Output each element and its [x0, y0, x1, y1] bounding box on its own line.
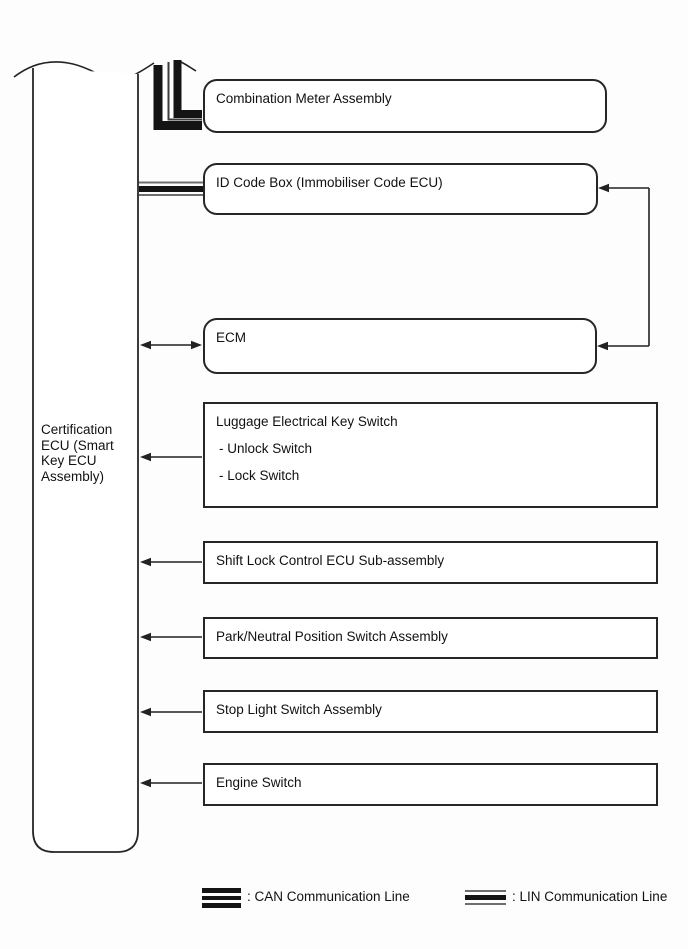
hub-outline — [32, 68, 139, 853]
hub-label: Certification ECU (Smart Key ECU Assembl… — [41, 422, 114, 484]
node-label: Luggage Electrical Key Switch — [216, 414, 398, 429]
node-stop-light-switch: Stop Light Switch Assembly — [203, 690, 658, 733]
can-legend-label: : CAN Communication Line — [247, 889, 410, 904]
node-ecm: ECM — [203, 318, 597, 374]
arrow-engineswitch-bus — [140, 778, 202, 788]
node-label: ID Code Box (Immobiliser Code ECU) — [216, 175, 443, 190]
lin-line — [139, 181, 203, 196]
arrow-ecm-bus — [140, 340, 202, 350]
lin-line-symbol — [465, 890, 506, 905]
can-line — [153, 60, 202, 130]
node-label: Shift Lock Control ECU Sub-assembly — [216, 553, 445, 568]
node-label: Stop Light Switch Assembly — [216, 702, 382, 717]
node-luggage-key-switch: Luggage Electrical Key Switch - Unlock S… — [203, 402, 658, 508]
lin-legend-label: : LIN Communication Line — [512, 889, 668, 904]
can-line-symbol — [202, 888, 241, 908]
node-engine-switch: Engine Switch — [203, 763, 658, 806]
node-combination-meter: Combination Meter Assembly — [203, 79, 607, 133]
node-subitem-lock-switch: - Lock Switch — [219, 468, 300, 483]
node-label: Combination Meter Assembly — [216, 91, 392, 106]
arrow-luggage-bus — [140, 452, 202, 462]
arrow-parkneutral-bus — [140, 632, 202, 642]
connector-idcode-ecm — [597, 183, 650, 351]
arrow-stoplight-bus — [140, 707, 202, 717]
node-park-neutral-switch: Park/Neutral Position Switch Assembly — [203, 617, 658, 659]
node-shift-lock-ecu: Shift Lock Control ECU Sub-assembly — [203, 541, 658, 584]
node-label: ECM — [216, 330, 246, 345]
node-label: Park/Neutral Position Switch Assembly — [216, 629, 448, 644]
node-id-code-box: ID Code Box (Immobiliser Code ECU) — [203, 163, 598, 215]
node-subitem-unlock-switch: - Unlock Switch — [219, 441, 313, 456]
node-label: Engine Switch — [216, 775, 302, 790]
arrow-shiftlock-bus — [140, 557, 202, 567]
